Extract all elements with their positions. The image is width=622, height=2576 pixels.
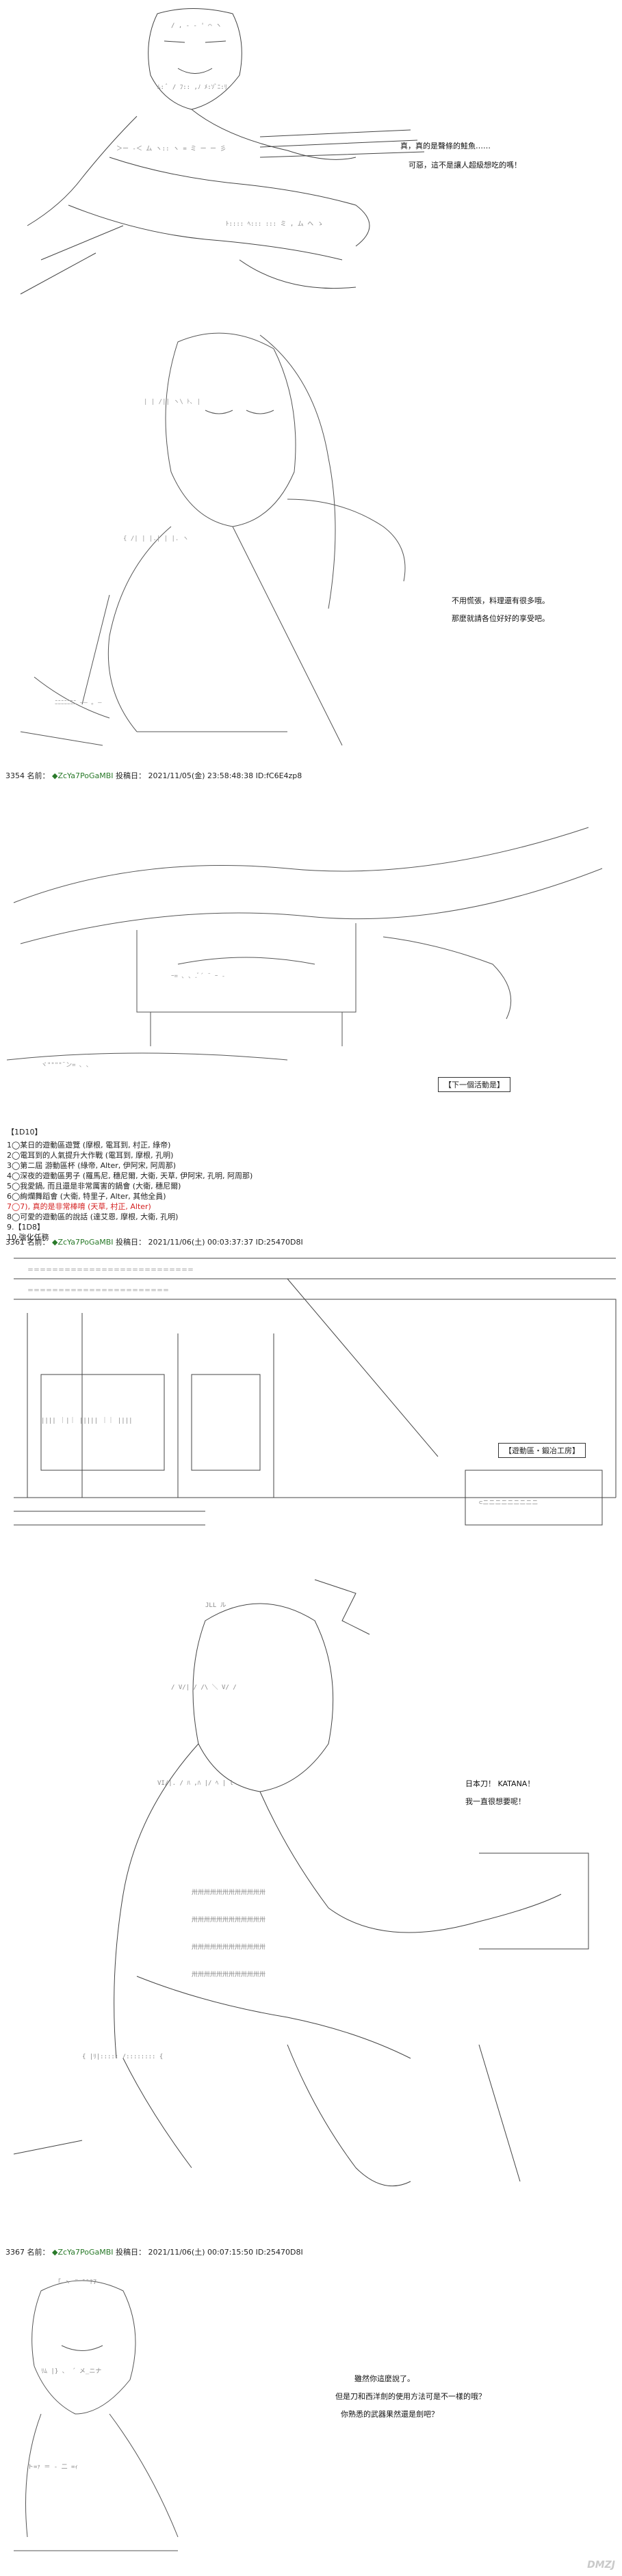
dialog-line: 雖然你這麼說了。 — [354, 2374, 415, 2383]
vote-title: 【1D10】 — [7, 1128, 42, 1137]
svg-text:「 ヽ ¨ ̄ ̄ ?7: 「 ヽ ¨ ̄ ̄ ?7 — [55, 2279, 96, 2286]
dialog-line: 我一直很想要呢！ — [465, 1797, 526, 1806]
post-id: ID:25470D8I — [255, 1238, 303, 1247]
post-date: 2021/11/06(土) 00:03:37:37 — [148, 1238, 254, 1247]
svg-text:卅卅卅卅卅卅卅卅卅卅卅卅: 卅卅卅卅卅卅卅卅卅卅卅卅 — [192, 1916, 265, 1924]
svg-text:VI/|. / ﾊ ,ﾊ |/ ﾍ | l: VI/|. / ﾊ ,ﾊ |/ ﾍ | l — [157, 1780, 233, 1787]
svg-text:|||| ｜|｜ ||||| ｜｜ ||||: |||| ｜|｜ ||||| ｜｜ |||| — [41, 1417, 133, 1424]
dialog-line: 你熟悉的武器果然還是劍吧？ — [341, 2410, 439, 2419]
dialog-line: 日本刀！ KATANA！ — [465, 1779, 535, 1788]
dialog-line: 但是刀和西洋劍的使用方法可是不一樣的哦？ — [335, 2392, 486, 2401]
svg-text:卅卅卅卅卅卅卅卅卅卅卅卅: 卅卅卅卅卅卅卅卅卅卅卅卅 — [192, 1971, 265, 1978]
vote-item: 9.【1D8】 — [7, 1223, 44, 1232]
svg-text:ﾆﾆﾆﾆﾆﾆﾆ ―― ｡ ―: ﾆﾆﾆﾆﾆﾆﾆ ―― ｡ ― — [55, 700, 102, 706]
watermark-logo: DMZJ — [587, 2560, 615, 2571]
post-date-label: 投稿日： — [116, 1238, 146, 1247]
vote-item: 4◯深夜的遊動區男子 (羅馬尼, 穗尼爾, 大衛, 天草, 伊阿宋, 孔明, 阿… — [7, 1171, 253, 1180]
vote-item: 5◯我愛鍋, 而且還是非常厲害的鍋會 (大衛, 穗尼爾) — [7, 1182, 181, 1191]
dialog-panel-6: 雖然你這麼說了。 但是刀和西洋劍的使用方法可是不一樣的哦？ 你熟悉的武器果然還是… — [335, 2373, 486, 2421]
vote-item: 1◯某日的遊動區遊覽 (摩根, 電耳到, 村正, 綠帝) — [7, 1141, 171, 1150]
post-id: ID:fC6E4zp8 — [255, 771, 302, 780]
vote-item: 2◯電耳到的人氣提升大作戰 (電耳到, 摩根, 孔明) — [7, 1151, 174, 1160]
post-trip: ◆ZcYa7PoGaMBI — [52, 1238, 114, 1247]
post-date-label: 投稿日： — [116, 771, 146, 780]
svg-text:⊂ニニニニニニニニニ: ⊂ニニニニニニニニニ — [479, 1500, 538, 1506]
post-header: 3361 名前： ◆ZcYa7PoGaMBI 投稿日： 2021/11/06(土… — [5, 1236, 303, 1247]
svg-text:ﾑ: ﾞ / ﾌ:: ,ﾉ ﾒ:ｿﾞﾆ:ﾘ: ﾑ: ﾞ / ﾌ:: ,ﾉ ﾒ:ｿﾞﾆ:ﾘ — [157, 83, 227, 91]
aa-art-panel-6: 「 ヽ ¨ ̄ ̄ ?7 ﾘﾑ |} 、 ´ メ_ニナ ト=ｧ ＝ - 二 =ｨ — [0, 2263, 622, 2571]
svg-text:ト=ｧ ＝ - 二 =ｨ: ト=ｧ ＝ - 二 =ｨ — [27, 2464, 78, 2471]
svg-text:＞ー -＜ ム ヽ:: ヽ = ミ ー ー 彡: ＞ー -＜ ム ヽ:: ヽ = ミ ー ー 彡 — [116, 145, 226, 152]
post-date: 2021/11/06(土) 00:07:15:50 — [148, 2248, 254, 2257]
post-header: 3354 名前： ◆ZcYa7PoGaMBI 投稿日： 2021/11/05(金… — [5, 770, 302, 781]
svg-text:ヾ""""¨ン= ､ ､: ヾ""""¨ン= ､ ､ — [41, 1062, 89, 1069]
post-trip: ◆ZcYa7PoGaMBI — [52, 2248, 114, 2257]
post-trip: ◆ZcYa7PoGaMBI — [52, 771, 114, 780]
post-name-label: 名前： — [27, 1238, 50, 1247]
dialog-line: 那麼就請各位好好的享受吧。 — [452, 614, 549, 623]
aa-art-panel-5: JLL ル / V/| / /\ ＼ V/ / VI/|. / ﾊ ,ﾊ |/ … — [0, 1566, 622, 2236]
svg-text:/ , - - ' ⌒ ヽ: / , - - ' ⌒ ヽ — [171, 23, 222, 29]
svg-text:卅卅卅卅卅卅卅卅卅卅卅卅: 卅卅卅卅卅卅卅卅卅卅卅卅 — [192, 1889, 265, 1896]
post-date-label: 投稿日： — [116, 2248, 146, 2257]
aa-art-panel-2: | | /|| ヽ\ ﾄ､ | { /| | |.| | |. ヽ ﾆﾆﾆﾆﾆﾆ… — [0, 321, 622, 759]
vote-item: 8◯可愛的遊動區的說話 (達艾恩, 摩根, 大衛, 孔明) — [7, 1212, 179, 1221]
svg-text:卅卅卅卅卅卅卅卅卅卅卅卅: 卅卅卅卅卅卅卅卅卅卅卅卅 — [192, 1943, 265, 1951]
panel-label-text: 【遊動區・鍛冶工房】 — [504, 1446, 580, 1455]
svg-text:{ /| | |.| | |. ヽ: { /| | |.| | |. ヽ — [123, 535, 189, 542]
svg-text:＝＝＝＝＝＝＝＝＝＝＝＝＝＝＝＝＝＝＝＝＝＝＝: ＝＝＝＝＝＝＝＝＝＝＝＝＝＝＝＝＝＝＝＝＝＝＝ — [27, 1288, 169, 1294]
aa-art-panel-3: ｰ= ､ ､ .ﾞ´ ¨ ｰ - ヾ""""¨ン= ､ ､ — [0, 786, 622, 1108]
vote-item: 10.強化任務 — [7, 1233, 49, 1242]
dialog-line: 可惡，這不是讓人超級想吃的嗎！ — [409, 161, 521, 170]
svg-text:ｰ= ､ ､ .ﾞ´ ¨ ｰ -: ｰ= ､ ､ .ﾞ´ ¨ ｰ - — [171, 972, 225, 980]
svg-text:/ V/| / /\ ＼ V/ /: / V/| / /\ ＼ V/ / — [171, 1684, 237, 1691]
dialog-panel-5: 日本刀！ KATANA！ 我一直很想要呢！ — [465, 1778, 534, 1808]
post-date: 2021/11/05(金) 23:58:48:38 — [148, 771, 254, 780]
post-header: 3367 名前： ◆ZcYa7PoGaMBI 投稿日： 2021/11/06(土… — [5, 2246, 303, 2257]
dialog-line: 不用慌張，料理還有很多哦。 — [452, 596, 549, 605]
post-number: 3361 — [5, 1238, 25, 1247]
post-number: 3367 — [5, 2248, 25, 2257]
dialog-panel-1: 真，真的是聲條的鮭魚…… 可惡，這不是讓人超級想吃的嗎！ — [400, 140, 521, 172]
vote-item: 3◯第二屆 游動區杯 (綠帝, Alter, 伊阿宋, 阿周那) — [7, 1161, 177, 1170]
svg-text:{ |ﾘ|::::: /:::::::: {: { |ﾘ|::::: /:::::::: { — [82, 2054, 163, 2060]
aa-art-panel-4: ＝＝＝＝＝＝＝＝＝＝＝＝＝＝＝＝＝＝＝＝＝＝＝＝＝＝＝ ＝＝＝＝＝＝＝＝＝＝＝＝… — [0, 1251, 622, 1545]
post-name-label: 名前： — [27, 2248, 50, 2257]
vote-list: 【1D10】 1◯某日的遊動區遊覽 (摩根, 電耳到, 村正, 綠帝) 2◯電耳… — [7, 1127, 252, 1243]
vote-item-selected: 7◯7), 真的是非常棒唷 (天草, 村正, Alter) — [7, 1202, 151, 1211]
panel-label-forge: 【遊動區・鍛冶工房】 — [498, 1443, 586, 1458]
post-id: ID:25470D8I — [255, 2248, 303, 2257]
post-name-label: 名前： — [27, 771, 50, 780]
panel-label-text: 【下一個活動是】 — [444, 1080, 504, 1089]
panel-label-next-event: 【下一個活動是】 — [438, 1077, 510, 1092]
svg-text:ﾄ:::: ﾍ::: ::: ミ , ム ヘ ゝ: ﾄ:::: ﾍ::: ::: ミ , ム ヘ ゝ — [226, 220, 324, 228]
svg-text:ﾘﾑ |} 、 ´ メ_ニナ: ﾘﾑ |} 、 ´ メ_ニナ — [41, 2367, 101, 2375]
svg-text:JLL ル: JLL ル — [205, 1602, 226, 1609]
svg-text:＝＝＝＝＝＝＝＝＝＝＝＝＝＝＝＝＝＝＝＝＝＝＝＝＝＝＝: ＝＝＝＝＝＝＝＝＝＝＝＝＝＝＝＝＝＝＝＝＝＝＝＝＝＝＝ — [27, 1267, 194, 1274]
aa-art-panel-1: / , - - ' ⌒ ヽ ﾑ: ﾞ / ﾌ:: ,ﾉ ﾒ:ｿﾞﾆ:ﾘ ＞ー -… — [0, 0, 622, 321]
dialog-panel-2: 不用慌張，料理還有很多哦。 那麼就請各位好好的享受吧。 — [452, 595, 549, 625]
vote-item: 6◯絢爛舞蹈會 (大衛, 特里子, Alter, 其他全員) — [7, 1192, 166, 1201]
svg-text:| | /|| ヽ\ ﾄ､ |: | | /|| ヽ\ ﾄ､ | — [144, 399, 200, 406]
post-number: 3354 — [5, 771, 25, 780]
dialog-line: 真，真的是聲條的鮭魚…… — [400, 142, 491, 150]
